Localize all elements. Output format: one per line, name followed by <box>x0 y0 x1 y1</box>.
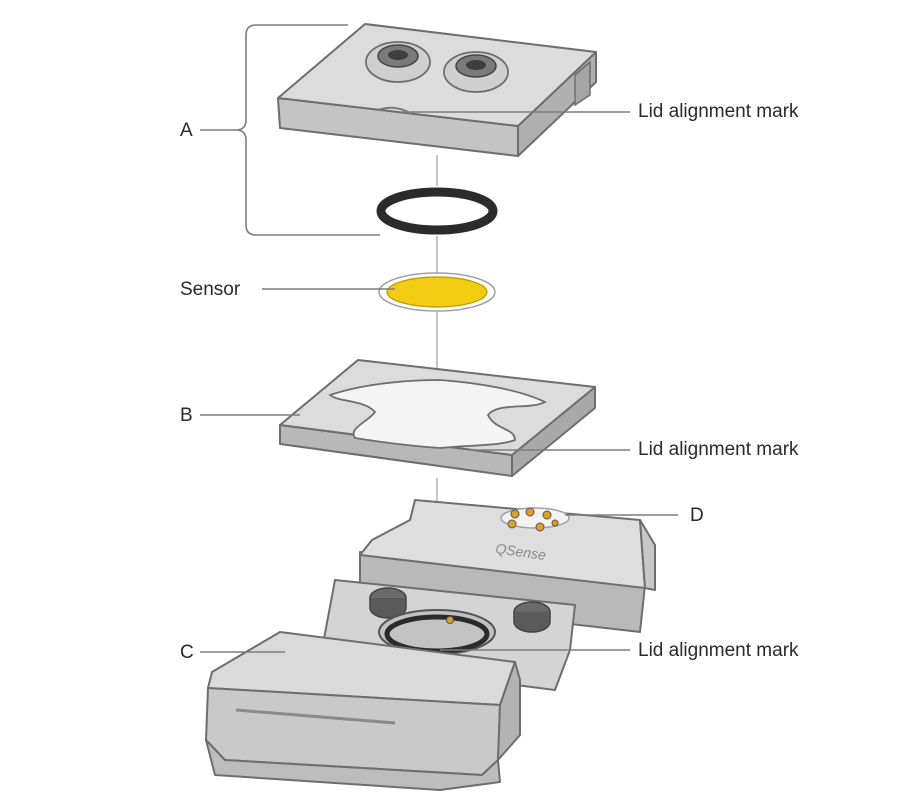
base-logo: QSense <box>495 540 548 563</box>
label-d: D <box>690 505 704 526</box>
lid-port-left <box>365 41 431 83</box>
label-a: A <box>180 120 193 141</box>
label-c: C <box>180 642 194 663</box>
sensor-crystal <box>386 276 488 308</box>
label-b: B <box>180 405 193 426</box>
label-lid-mark-top: Lid alignment mark <box>638 101 799 122</box>
lid-port-right <box>443 51 509 93</box>
spacer-cross-opening <box>328 379 547 449</box>
label-lid-mark-bottom: Lid alignment mark <box>638 640 799 661</box>
spacer-plate-b <box>279 359 596 477</box>
label-sensor: Sensor <box>180 279 241 300</box>
base-rear-block-right <box>639 519 656 591</box>
base-bottom-plate <box>205 739 501 791</box>
lid-assembly-a <box>277 23 597 157</box>
label-lid-mark-mid: Lid alignment mark <box>638 439 799 460</box>
base-front-block-right <box>497 661 521 761</box>
sensor-disc <box>378 272 496 312</box>
lid-top-face <box>277 23 597 127</box>
base-module-c: QSense <box>205 499 656 791</box>
o-ring <box>376 187 498 235</box>
contact-pins <box>500 507 570 532</box>
